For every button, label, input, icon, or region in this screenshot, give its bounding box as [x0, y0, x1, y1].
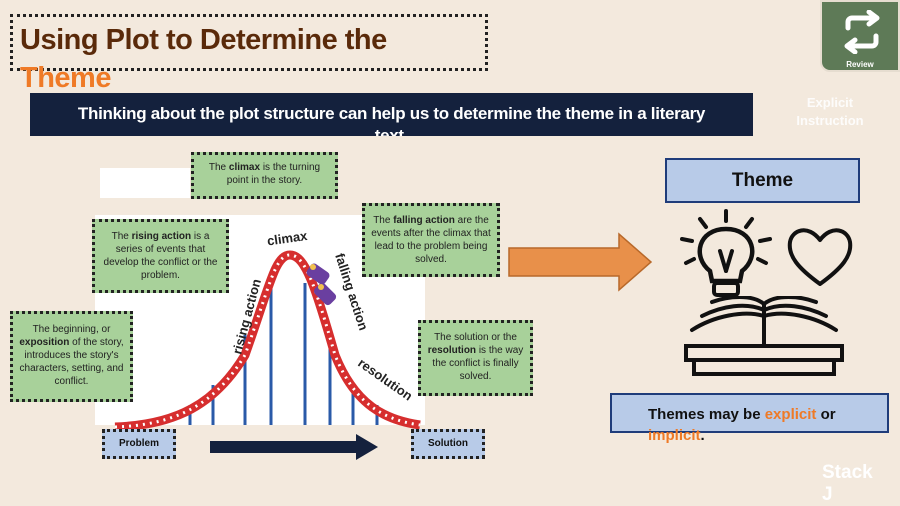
theme-heading: Theme	[665, 158, 860, 203]
or-word: or	[816, 406, 836, 423]
explicit-instruction-label: Explicit Instruction	[796, 95, 864, 128]
solution-tag: Solution	[411, 429, 485, 459]
theme-statement-text: Themes may be	[648, 406, 765, 423]
explicit-word: explicit	[764, 406, 817, 423]
note-climax: The climax is the turning point in the s…	[191, 152, 338, 199]
note-resolution: The solution or the resolution is the wa…	[418, 320, 533, 396]
right-arrow-icon	[508, 232, 653, 292]
implicit-word: implicit	[648, 427, 701, 444]
open-book-icon	[684, 296, 844, 376]
diagram-panel-top	[100, 168, 190, 198]
review-button[interactable]: Review	[820, 0, 900, 72]
theme-statement-box: Themes may be explicit or implicit.	[610, 393, 889, 444]
stack-label: Stack J	[822, 462, 873, 505]
page-title-highlight: Theme	[20, 62, 111, 92]
period: .	[700, 427, 705, 444]
title-frame	[10, 14, 488, 71]
coaster-car-icon	[306, 263, 337, 306]
problem-tag: Problem	[102, 429, 176, 459]
plot-roller-coaster-diagram: climax rising action falling action reso…	[114, 228, 421, 430]
subtitle-text: Thinking about the plot structure can he…	[77, 104, 706, 136]
heart-icon	[787, 228, 853, 286]
lightbulb-icon	[680, 209, 772, 297]
repeat-icon	[844, 10, 880, 54]
subtitle-banner: Thinking about the plot structure can he…	[30, 93, 753, 136]
timeline-arrow-icon	[210, 434, 378, 460]
note-falling-action: The falling action are the events after …	[362, 203, 500, 277]
climax-label: climax	[266, 228, 309, 249]
note-rising-action: The rising action is a series of events …	[92, 219, 229, 293]
review-label: Review	[846, 60, 874, 69]
page-title: Using Plot to Determine the	[20, 24, 387, 56]
note-exposition: The beginning, or exposition of the stor…	[10, 311, 133, 402]
